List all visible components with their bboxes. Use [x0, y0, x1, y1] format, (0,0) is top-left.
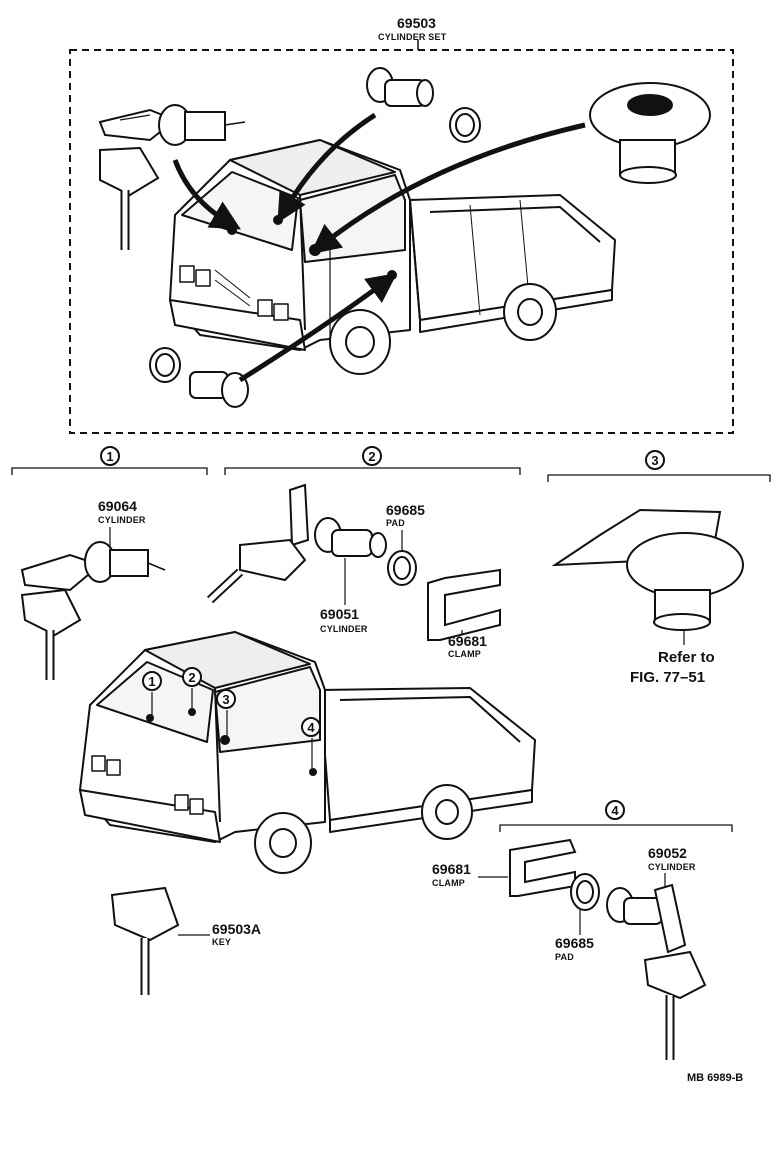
- section-marker-4: 4: [605, 800, 625, 820]
- callout-69064-name: CYLINDER: [98, 515, 146, 525]
- key-69503A-drawing: [110, 886, 210, 995]
- clamp-69681-top-drawing: [427, 568, 501, 641]
- clamp-69681-bottom-drawing: [478, 838, 577, 897]
- pad-69685-top-drawing: [387, 530, 417, 586]
- top-back-door-cylinder: [149, 347, 249, 408]
- callout-69685-bottom-number: 69685: [555, 935, 594, 951]
- cylinder-set-dashed-frame: [69, 49, 734, 434]
- callout-69681-bottom-name: CLAMP: [432, 878, 465, 888]
- truck-marker-1: 1: [142, 671, 162, 691]
- callout-69685-top-number: 69685: [386, 502, 425, 518]
- callout-69051-name: CYLINDER: [320, 624, 368, 634]
- reference-line2: FIG. 77–51: [630, 669, 706, 686]
- cylinder-69064-drawing: [20, 527, 166, 680]
- cylinder-69052-drawing: [606, 873, 707, 1060]
- callout-69503A-name: KEY: [212, 937, 232, 947]
- callout-69052-name: CYLINDER: [648, 862, 696, 872]
- reference-line1: Refer to: [658, 649, 715, 666]
- pad-69685-bottom-drawing: [570, 873, 600, 935]
- section-marker-1: 1: [100, 446, 120, 466]
- callout-69064-number: 69064: [98, 498, 137, 514]
- top-fuel-cap: [589, 82, 711, 184]
- drawing-code: MB 6989-B: [687, 1072, 744, 1084]
- cylinder-set-part-number: 69503: [397, 15, 436, 31]
- callout-69685-top-name: PAD: [386, 518, 405, 528]
- cylinder-69051-drawing: [206, 483, 387, 605]
- truck-marker-2: 2: [182, 667, 202, 687]
- top-door-cylinder: [366, 67, 481, 143]
- section-brackets: [11, 467, 771, 832]
- bottom-truck-drawing: [79, 631, 536, 874]
- callout-69681-bottom-number: 69681: [432, 861, 471, 877]
- fuel-cap-drawing: [551, 508, 744, 645]
- truck-marker-3: 3: [216, 689, 236, 709]
- section-marker-2: 2: [362, 446, 382, 466]
- top-truck-drawing: [169, 139, 616, 375]
- truck-marker-4: 4: [301, 717, 321, 737]
- callout-69503A-number: 69503A: [212, 921, 262, 937]
- callout-69681-top-number: 69681: [448, 633, 487, 649]
- top-ignition-cylinder-with-keys: [98, 104, 246, 250]
- callout-69681-top-name: CLAMP: [448, 649, 481, 659]
- callout-69051-number: 69051: [320, 606, 359, 622]
- callout-69685-bottom-name: PAD: [555, 952, 574, 962]
- callout-69052-number: 69052: [648, 845, 687, 861]
- truck-marker-leaders: [151, 688, 313, 768]
- section-marker-3: 3: [645, 450, 665, 470]
- top-fit-arrows: [172, 112, 586, 383]
- cylinder-set-part-name: CYLINDER SET: [378, 32, 447, 42]
